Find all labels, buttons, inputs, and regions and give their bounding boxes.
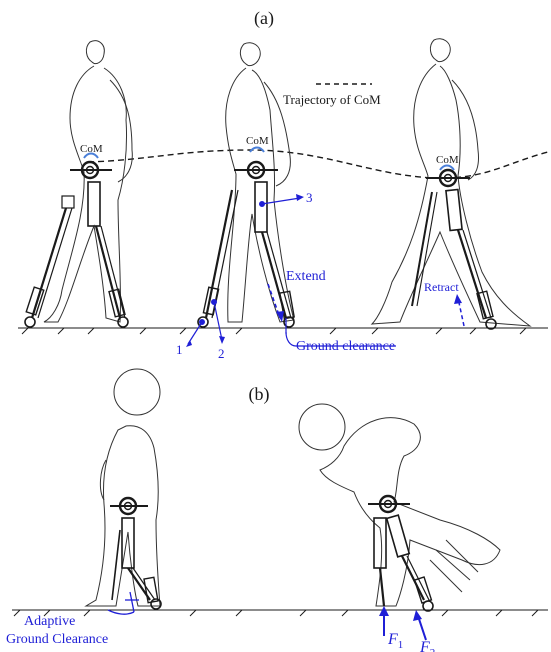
panel-b-label: (b) xyxy=(249,384,270,405)
com-marker-1: CoM xyxy=(80,143,103,158)
panel-a-label: (a) xyxy=(254,8,274,29)
retract-arrow xyxy=(454,294,464,326)
force-label-1-main: F xyxy=(387,631,398,648)
trajectory-legend: Trajectory of CoM xyxy=(283,84,381,107)
force-label-2: F2 xyxy=(419,639,435,652)
ground-a xyxy=(18,328,548,334)
force-label-2-sub: 2 xyxy=(430,647,436,652)
ground-b xyxy=(12,610,548,616)
adaptive-label-line2: Ground Clearance xyxy=(6,632,108,647)
com-label-2: CoM xyxy=(246,135,269,147)
com-label-1: CoM xyxy=(80,143,103,155)
point-label-1: 1 xyxy=(176,342,183,357)
com-label-3: CoM xyxy=(436,154,459,166)
extend-label: Extend xyxy=(286,269,326,284)
force-label-1: F1 xyxy=(387,631,403,651)
com-trajectory-curve xyxy=(88,150,548,178)
walker-figure-b-left xyxy=(86,369,160,606)
ground-clearance-label: Ground clearance xyxy=(296,339,395,354)
com-marker-3: CoM xyxy=(436,154,459,170)
force-label-2-main: F xyxy=(419,639,430,652)
retract-label: Retract xyxy=(424,280,459,294)
point-label-2: 2 xyxy=(218,346,225,361)
force-arrow-2 xyxy=(413,610,426,640)
legend-trajectory-text: Trajectory of CoM xyxy=(283,92,381,107)
point-label-3: 3 xyxy=(306,190,313,205)
force-label-1-sub: 1 xyxy=(398,639,404,651)
adaptive-label-line1: Adaptive xyxy=(24,614,75,629)
exoskeleton-1 xyxy=(25,162,128,327)
